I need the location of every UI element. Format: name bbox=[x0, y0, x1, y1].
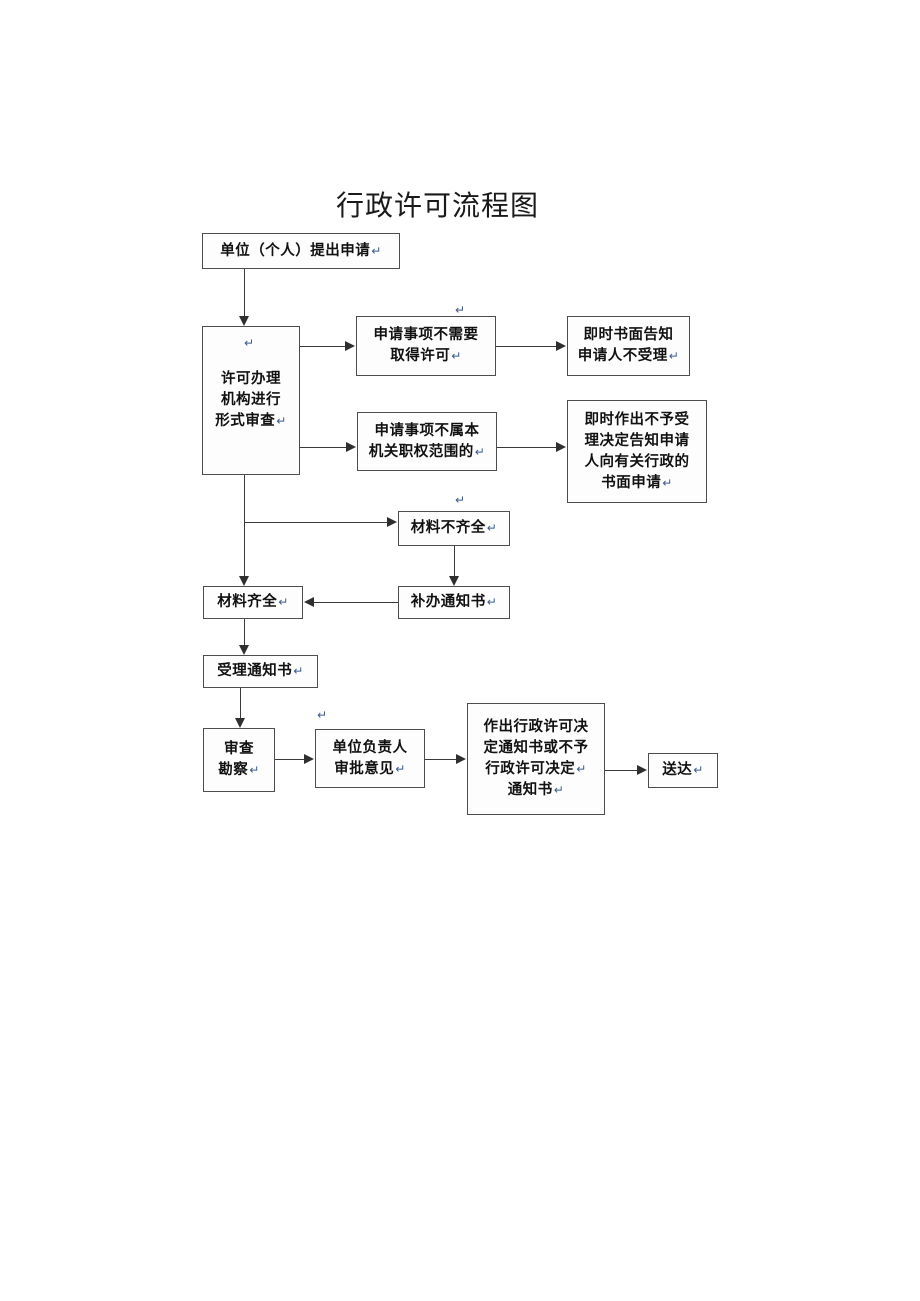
edge-review-to-approval-line bbox=[275, 759, 304, 760]
node-line: 送达↵ bbox=[662, 762, 704, 778]
return-mark-icon: ↵ bbox=[276, 414, 287, 428]
edge-supplement-to-complete-arrow bbox=[304, 596, 314, 607]
edge-decision-to-deliver-arrow bbox=[637, 764, 647, 775]
edge-jurisdiction-to-refuse-line bbox=[497, 447, 556, 448]
stray-return-mark-above-materials-incomplete: ↵ bbox=[455, 493, 466, 507]
node-application-does-not-require-license[interactable]: 申请事项不需要 取得许可↵ bbox=[356, 316, 496, 376]
node-line: 定通知书或不予 bbox=[483, 740, 589, 756]
node-materials-complete[interactable]: 材料齐全↵ bbox=[203, 586, 303, 619]
edge-formal-review-to-jurisdiction-line bbox=[300, 447, 346, 448]
edge-approval-to-decision-line bbox=[425, 759, 456, 760]
node-line: 申请事项不属本 bbox=[374, 422, 480, 439]
node-unit-leader-approval-opinion[interactable]: 单位负责人 审批意见↵ bbox=[315, 729, 425, 788]
return-mark-icon: ↵ bbox=[395, 761, 406, 776]
node-immediate-refusal-decision-notice[interactable]: 即时作出不予受 理决定告知申请 人向有关行政的 书面申请↵ bbox=[567, 400, 707, 503]
node-line: 审批意见↵ bbox=[334, 760, 406, 777]
page-title: 行政许可流程图 bbox=[336, 189, 540, 222]
edge-acceptance-to-review-arrow bbox=[234, 718, 245, 728]
stray-return-mark-above-no-license-needed: ↵ bbox=[455, 303, 466, 317]
node-line: 机构进行 bbox=[221, 392, 281, 408]
node-line: 取得许可↵ bbox=[390, 348, 462, 364]
node-review-and-survey[interactable]: 审查 勘察↵ bbox=[203, 728, 275, 792]
node-line: 书面申请↵ bbox=[601, 474, 673, 491]
return-mark-icon: ↵ bbox=[371, 243, 382, 258]
node-line: 通知书↵ bbox=[507, 782, 565, 798]
node-application-outside-agency-jurisdiction[interactable]: 申请事项不属本 机关职权范围的↵ bbox=[357, 412, 497, 471]
return-mark-icon: ↵ bbox=[576, 762, 587, 776]
edge-formal-review-to-jurisdiction-arrow bbox=[346, 441, 356, 452]
node-line: 单位负责人 bbox=[332, 739, 408, 756]
node-materials-incomplete[interactable]: 材料不齐全↵ bbox=[398, 511, 510, 546]
edge-formal-review-spine-line bbox=[244, 475, 245, 579]
edge-jurisdiction-to-refuse-arrow bbox=[556, 441, 566, 452]
edge-apply-to-formal-review-line bbox=[244, 269, 245, 316]
node-line: 机关职权范围的↵ bbox=[368, 443, 486, 460]
node-line: 勘察↵ bbox=[218, 762, 260, 778]
node-line: 受理通知书↵ bbox=[217, 663, 304, 679]
edge-approval-to-decision-arrow bbox=[456, 753, 466, 764]
stray-return-mark-above-formal-review: ↵ bbox=[244, 336, 255, 350]
edge-incomplete-to-supplement-line bbox=[454, 546, 455, 576]
return-mark-icon: ↵ bbox=[553, 783, 565, 797]
stray-return-mark-above-leader-approval: ↵ bbox=[317, 708, 328, 722]
edge-acceptance-to-review-line bbox=[240, 688, 241, 718]
node-line: 许可办理 bbox=[221, 371, 281, 387]
edge-incomplete-to-supplement-arrow bbox=[448, 576, 459, 586]
edge-apply-to-formal-review-arrow bbox=[238, 316, 249, 326]
return-mark-icon: ↵ bbox=[662, 475, 673, 490]
edge-formal-review-to-no-license-line bbox=[300, 346, 345, 347]
return-mark-icon: ↵ bbox=[249, 763, 260, 777]
node-acceptance-notice-document[interactable]: 受理通知书↵ bbox=[203, 655, 318, 688]
node-line: 作出行政许可决 bbox=[483, 719, 589, 735]
return-mark-icon: ↵ bbox=[668, 349, 680, 363]
edge-supplement-to-complete-line bbox=[314, 602, 398, 603]
edge-no-license-to-notify-line bbox=[496, 346, 556, 347]
edge-spine-to-materials-complete-arrow bbox=[238, 576, 249, 586]
node-line: 申请人不受理↵ bbox=[577, 348, 680, 364]
edge-complete-to-acceptance-line bbox=[244, 619, 245, 645]
node-line: 即时作出不予受 bbox=[584, 411, 690, 428]
return-mark-icon: ↵ bbox=[693, 763, 704, 777]
node-line: 单位（个人）提出申请↵ bbox=[220, 242, 382, 259]
return-mark-icon: ↵ bbox=[474, 444, 486, 459]
node-line: 材料不齐全↵ bbox=[410, 520, 498, 536]
return-mark-icon: ↵ bbox=[451, 349, 462, 363]
node-line: 理决定告知申请 bbox=[584, 432, 690, 449]
node-applicant-submits-application[interactable]: 单位（个人）提出申请↵ bbox=[202, 233, 400, 269]
edge-decision-to-deliver-line bbox=[605, 770, 637, 771]
node-line: 形式审查↵ bbox=[215, 413, 287, 429]
return-mark-icon: ↵ bbox=[293, 664, 304, 678]
node-line: 申请事项不需要 bbox=[373, 327, 479, 343]
edge-formal-review-to-no-license-arrow bbox=[345, 340, 355, 351]
edge-complete-to-acceptance-arrow bbox=[238, 645, 249, 655]
edge-no-license-to-notify-arrow bbox=[556, 340, 566, 351]
return-mark-icon: ↵ bbox=[486, 595, 498, 609]
node-line: 审查 bbox=[224, 741, 254, 757]
node-line: 材料齐全↵ bbox=[217, 594, 289, 610]
node-licensing-agency-formal-review[interactable]: 许可办理 机构进行 形式审查↵ bbox=[202, 326, 300, 475]
return-mark-icon: ↵ bbox=[278, 595, 289, 609]
node-line: 补办通知书↵ bbox=[410, 594, 498, 610]
node-deliver-document[interactable]: 送达↵ bbox=[648, 753, 718, 788]
node-line: 人向有关行政的 bbox=[584, 453, 690, 470]
node-administrative-license-decision-notice[interactable]: 作出行政许可决 定通知书或不予 行政许可决定↵ 通知书↵ bbox=[467, 703, 605, 815]
edge-review-to-approval-arrow bbox=[304, 753, 314, 764]
node-immediate-written-notice-not-accepted[interactable]: 即时书面告知 申请人不受理↵ bbox=[567, 316, 690, 376]
node-line: 即时书面告知 bbox=[583, 327, 674, 343]
node-supplement-notice-document[interactable]: 补办通知书↵ bbox=[398, 586, 510, 619]
return-mark-icon: ↵ bbox=[486, 521, 498, 535]
edge-spine-to-materials-incomplete-arrow bbox=[387, 516, 397, 527]
node-line: 行政许可决定↵ bbox=[485, 761, 587, 777]
edge-spine-to-materials-incomplete-line bbox=[244, 522, 387, 523]
